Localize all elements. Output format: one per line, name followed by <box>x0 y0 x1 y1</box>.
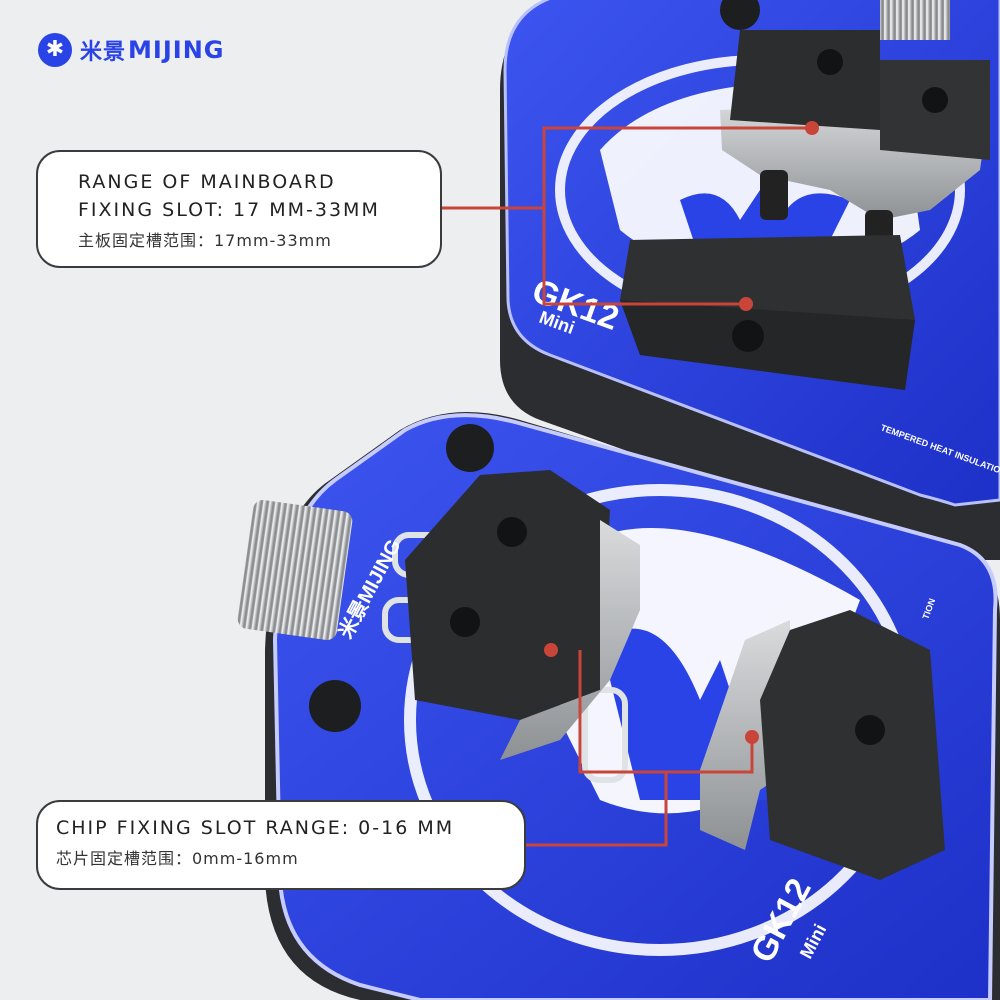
mijing-logo-icon: ✱ <box>38 33 72 67</box>
chip-callout-cn: 芯片固定槽范围：0mm-16mm <box>56 849 299 868</box>
brand-logo: ✱ 米景 MIJING <box>38 32 224 68</box>
brand-name-en: MIJING <box>128 36 225 64</box>
mainboard-callout-line1: RANGE OF MAINBOARD <box>78 171 336 193</box>
leader-lines <box>442 126 812 847</box>
top-fixture: GK12 Mini TEMPERED HEAT INSULATION FIXTU… <box>500 0 1000 560</box>
brand-name-cn: 米景 <box>80 40 127 65</box>
leader-dot-chip-right <box>745 730 759 744</box>
mainboard-callout-cn: 主板固定槽范围：17mm-33mm <box>78 231 332 250</box>
chip-callout-line1: CHIP FIXING SLOT RANGE: 0-16 MM <box>56 817 455 839</box>
leader-line-chip-right <box>666 737 754 774</box>
leader-dot-chip-left <box>544 643 558 657</box>
leader-dot-mainboard-bottom <box>739 297 753 311</box>
mainboard-callout-line2: FIXING SLOT: 17 MM-33MM <box>78 199 380 221</box>
chip-slot-callout: CHIP FIXING SLOT RANGE: 0-16 MM 芯片固定槽范围：… <box>36 800 526 890</box>
mainboard-slot-callout: RANGE OF MAINBOARD FIXING SLOT: 17 MM-33… <box>36 150 442 268</box>
leader-dot-mainboard-top <box>805 121 819 135</box>
leader-line-mainboard-top <box>442 126 812 210</box>
leader-line-mainboard-bottom <box>542 208 746 306</box>
